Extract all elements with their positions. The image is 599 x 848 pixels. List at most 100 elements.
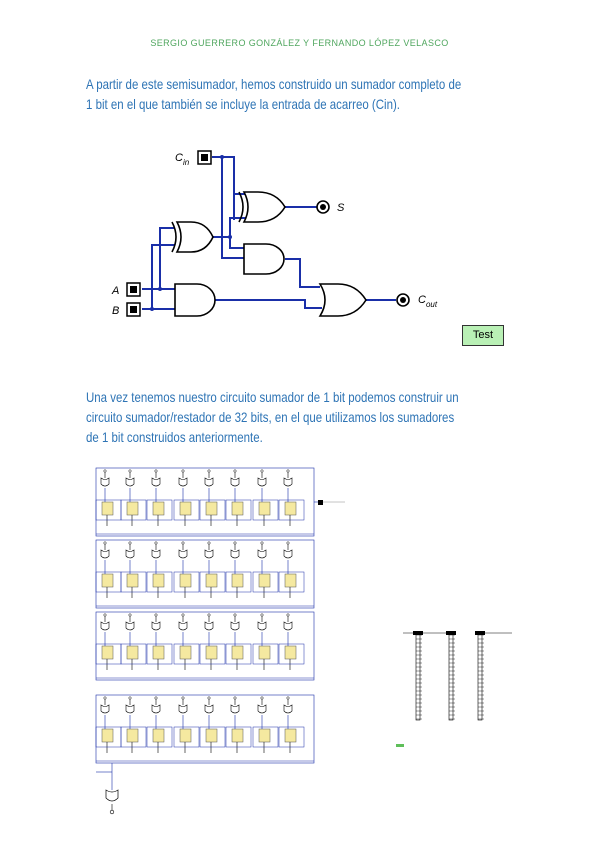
paragraph-line: de 1 bit construidos anteriormente. — [86, 429, 263, 445]
mini-xor-gate — [283, 477, 293, 487]
mini-xor-gate — [257, 549, 267, 559]
mini-xor-gate — [178, 704, 188, 714]
mini-block-frame — [173, 499, 200, 521]
mini-xor-gate — [151, 477, 161, 487]
b-input-pin[interactable] — [126, 302, 141, 317]
paragraph-line: 1 bit en el que también se incluye la en… — [86, 96, 400, 112]
mini-input-pin — [103, 613, 107, 617]
mini-adder-block — [179, 501, 192, 516]
mini-input-pin — [154, 613, 158, 617]
cin-input-pin[interactable] — [197, 150, 212, 165]
mini-adder-block — [126, 728, 139, 743]
mini-xor-gate — [178, 477, 188, 487]
mini-input-pin — [286, 541, 290, 545]
mini-input-pin — [233, 469, 237, 473]
mini-input-pin — [154, 469, 158, 473]
mini-control-pin — [109, 809, 115, 815]
mini-input-pin — [233, 541, 237, 545]
mini-output-pin — [318, 500, 323, 505]
mini-xor-gate — [257, 704, 267, 714]
mini-block-frame — [252, 571, 279, 593]
mini-xor-gate — [283, 621, 293, 631]
mini-block-frame — [120, 643, 147, 665]
b-label: B — [112, 305, 119, 317]
mini-adder-block — [258, 645, 271, 660]
a-input-pin[interactable] — [126, 282, 141, 297]
mini-block-frame — [225, 643, 252, 665]
mini-xor-gate — [204, 549, 214, 559]
mini-adder-block — [179, 728, 192, 743]
mini-test-button — [396, 744, 404, 747]
mini-input-pin — [207, 541, 211, 545]
page-header: SERGIO GUERRERO GONZÁLEZ Y FERNANDO LÓPE… — [150, 38, 449, 48]
mini-block-frame — [199, 499, 226, 521]
mini-block-frame — [173, 643, 200, 665]
register-pin — [475, 631, 485, 635]
mini-input-pin — [233, 696, 237, 700]
and-gate-carry — [243, 243, 285, 275]
mini-input-pin — [286, 469, 290, 473]
mini-adder-block — [126, 501, 139, 516]
mini-block-frame — [252, 643, 279, 665]
mini-block-frame — [225, 571, 252, 593]
mini-control-gate — [105, 789, 119, 802]
mini-input-pin — [260, 696, 264, 700]
mini-input-pin — [181, 469, 185, 473]
s-output-pin — [316, 200, 330, 214]
register-pin — [446, 631, 456, 635]
mini-xor-gate — [283, 704, 293, 714]
test-button[interactable]: Test — [462, 325, 504, 346]
mini-input-pin — [181, 541, 185, 545]
mini-input-pin — [154, 696, 158, 700]
a-label: A — [111, 285, 119, 297]
mini-input-pin — [103, 541, 107, 545]
mini-xor-gate — [125, 621, 135, 631]
paragraph-line: circuito sumador/restador de 32 bits, en… — [86, 409, 455, 425]
mini-adder-block — [101, 728, 114, 743]
mini-adder-block — [231, 501, 244, 516]
mini-block-frame — [278, 726, 305, 748]
mini-xor-gate — [230, 477, 240, 487]
mini-adder-block — [205, 501, 218, 516]
mini-input-pin — [128, 541, 132, 545]
mini-adder-block — [179, 573, 192, 588]
mini-xor-gate — [100, 549, 110, 559]
mini-input-pin — [181, 613, 185, 617]
mini-adder-block — [152, 501, 165, 516]
mini-block-frame — [278, 571, 305, 593]
mini-xor-gate — [204, 477, 214, 487]
mini-input-pin — [260, 541, 264, 545]
mini-block-frame — [199, 571, 226, 593]
mini-xor-gate — [151, 621, 161, 631]
mini-xor-gate — [125, 549, 135, 559]
mini-input-pin — [181, 696, 185, 700]
paragraph-line: A partir de este semisumador, hemos cons… — [86, 76, 462, 92]
mini-adder-block — [231, 728, 244, 743]
mini-adder-block — [126, 573, 139, 588]
mini-block-frame — [146, 571, 173, 593]
mini-xor-gate — [257, 477, 267, 487]
mini-block-frame — [120, 499, 147, 521]
mini-block-frame — [146, 499, 173, 521]
mini-input-pin — [286, 696, 290, 700]
mini-adder-block — [284, 645, 297, 660]
intro-paragraph: A partir de este semisumador, hemos cons… — [86, 74, 529, 114]
mini-xor-gate — [230, 704, 240, 714]
mini-adder-block — [231, 573, 244, 588]
xor-gate-half — [171, 221, 214, 253]
mini-block-frame — [278, 643, 305, 665]
mini-adder-block — [258, 501, 271, 516]
mini-xor-gate — [178, 549, 188, 559]
and-gate-ab — [174, 283, 216, 317]
mini-xor-gate — [125, 477, 135, 487]
mini-input-pin — [128, 696, 132, 700]
mini-xor-gate — [283, 549, 293, 559]
cin-label: Cin — [175, 152, 190, 167]
mini-block-frame — [173, 726, 200, 748]
mini-xor-gate — [257, 621, 267, 631]
mini-xor-gate — [230, 621, 240, 631]
mini-input-pin — [207, 613, 211, 617]
mini-block-frame — [120, 726, 147, 748]
mini-block-frame — [252, 499, 279, 521]
